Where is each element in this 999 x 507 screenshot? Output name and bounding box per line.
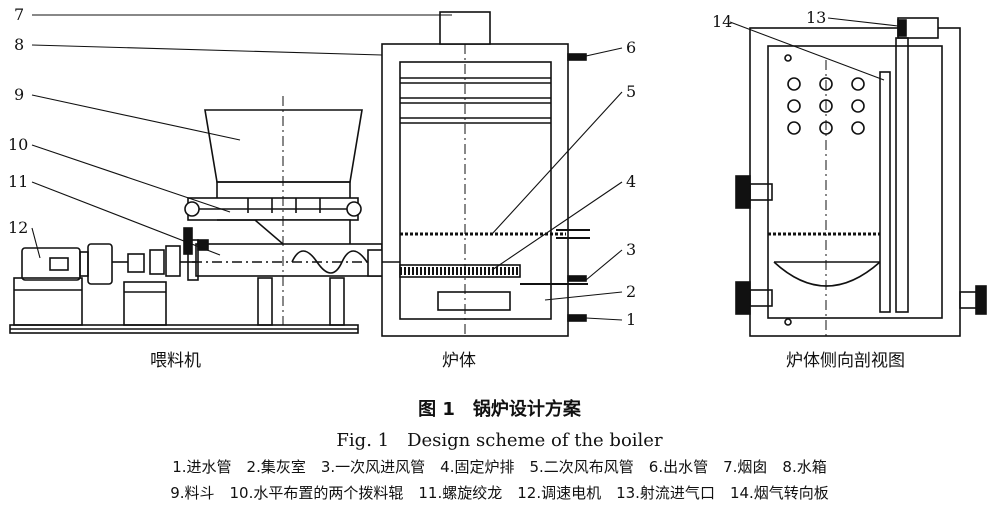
stirring-rollers [184, 197, 362, 221]
air-holes [784, 54, 865, 326]
screw-auger [187, 239, 389, 281]
legend-line-1: 1.进水管 2.集灰室 3.一次风进风管 4.固定炉排 5.二次风布风管 6.出… [172, 458, 827, 476]
callout-12: 12 [8, 218, 29, 237]
callout-2: 2 [626, 282, 637, 301]
callout-10: 10 [8, 135, 29, 154]
callout-9: 9 [14, 85, 25, 104]
callout-1: 1 [626, 310, 637, 329]
callout-4: 4 [626, 172, 637, 191]
speed-motor [21, 243, 128, 285]
caption-cn: 图 1 锅炉设计方案 [418, 399, 581, 420]
callout-3: 3 [626, 240, 637, 259]
feeder-label: 喂料机 [150, 351, 201, 371]
caption-en: Fig. 1 Design scheme of the boiler [336, 430, 663, 451]
legend-line-2: 9.料斗 10.水平布置的两个拨料辊 11.螺旋绞龙 12.调速电机 13.射流… [170, 484, 829, 502]
furnace-body [381, 11, 590, 337]
callout-13: 13 [806, 8, 827, 27]
furnace-side-section [735, 17, 987, 340]
feeder-machine [9, 96, 389, 334]
callout-6: 6 [626, 38, 637, 57]
leader-lines [31, 14, 899, 321]
callout-8: 8 [14, 35, 25, 54]
callout-7: 7 [14, 5, 25, 24]
callout-14: 14 [712, 12, 733, 31]
furnace-label: 炉体 [442, 351, 476, 371]
side-section-label: 炉体侧向剖视图 [786, 351, 905, 371]
callout-11: 11 [8, 172, 29, 191]
callout-5: 5 [626, 82, 637, 101]
